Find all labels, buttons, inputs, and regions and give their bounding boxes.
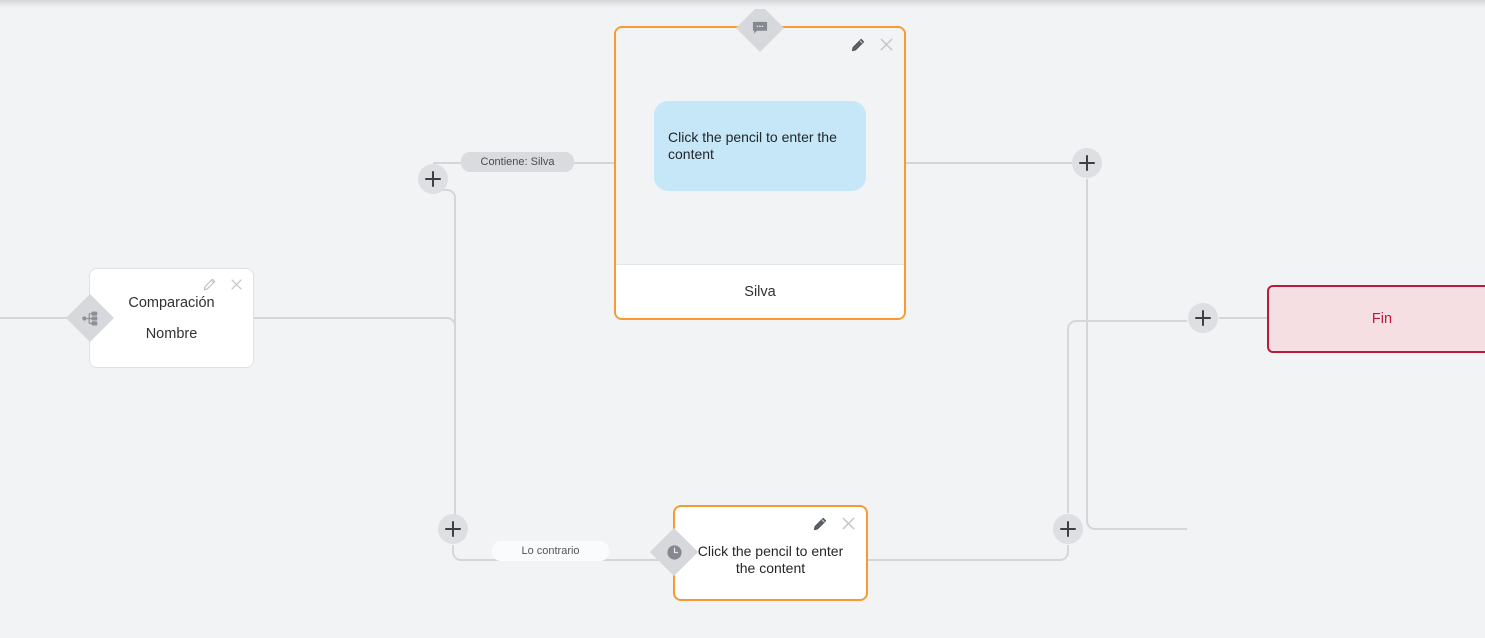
message-card-actions [851, 37, 894, 52]
content-card-text[interactable]: Click the pencil to enter the content [697, 542, 844, 576]
compare-node-title: Comparación [128, 294, 215, 311]
clock-icon [657, 535, 691, 569]
branch-icon [73, 301, 107, 335]
add-node-after-message[interactable] [1072, 148, 1102, 178]
add-node-after-content[interactable] [1053, 514, 1083, 544]
edge-compare-to-split [254, 317, 456, 327]
add-node-true-branch[interactable] [418, 164, 448, 194]
edge-content-to-plus-bottom [868, 545, 1069, 561]
compare-node-badge[interactable] [65, 293, 115, 343]
chat-bubble-icon [743, 11, 777, 45]
edge-plus-bottom-up [1067, 320, 1187, 513]
message-card-badge[interactable] [735, 3, 785, 53]
close-icon[interactable] [230, 278, 243, 291]
edge-label-false-branch[interactable]: Lo contrario [492, 541, 609, 561]
pencil-icon[interactable] [203, 278, 216, 291]
compare-node-subtitle: Nombre [145, 325, 198, 342]
pencil-icon[interactable] [851, 38, 865, 52]
edge-false-plus-to-label [452, 545, 673, 561]
close-icon[interactable] [879, 37, 894, 52]
content-card-actions [813, 516, 856, 531]
compare-node[interactable]: Comparación Nombre [89, 268, 254, 368]
add-node-false-branch[interactable] [438, 514, 468, 544]
message-card[interactable]: Click the pencil to enter the content Si… [614, 26, 906, 320]
compare-node-actions [203, 278, 243, 291]
content-card[interactable]: Click the pencil to enter the content [673, 505, 868, 601]
message-card-footer: Silva [616, 264, 904, 318]
content-card-badge[interactable] [649, 527, 699, 577]
edge-plus-top-down [1086, 179, 1187, 530]
edge-label-true-branch[interactable]: Contiene: Silva [461, 152, 574, 172]
message-bubble[interactable]: Click the pencil to enter the content [654, 101, 866, 191]
message-card-body: Click the pencil to enter the content [616, 28, 904, 264]
end-node[interactable]: Fin [1267, 285, 1485, 353]
pencil-icon[interactable] [813, 517, 827, 531]
close-icon[interactable] [841, 516, 856, 531]
edge-split-up [433, 189, 456, 326]
add-node-before-end[interactable] [1188, 303, 1218, 333]
